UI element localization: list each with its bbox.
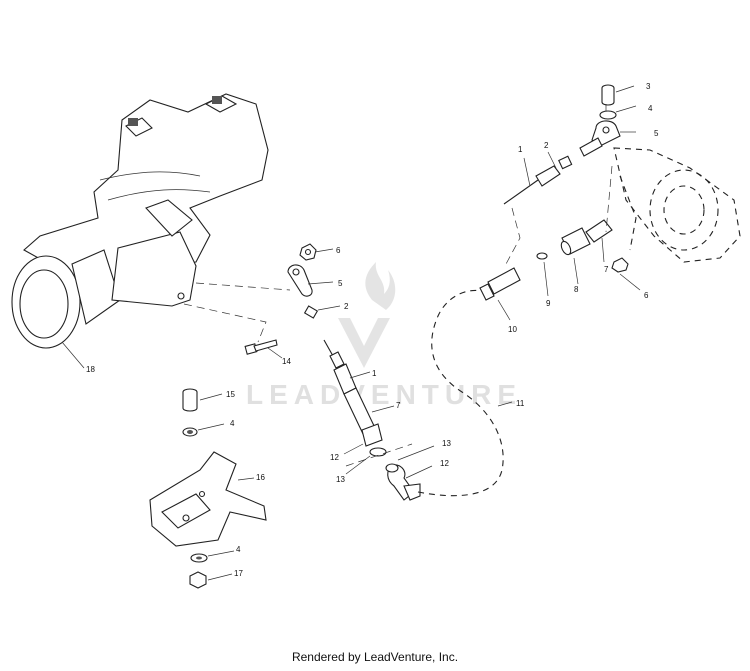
leader-12-center xyxy=(343,443,364,455)
washer-part-4-mid xyxy=(182,423,225,437)
housing-ear-shading xyxy=(212,96,222,104)
linkage-left-group xyxy=(183,243,341,343)
callout-4-top: 4 xyxy=(648,104,653,113)
callout-1-center: 1 xyxy=(372,369,377,378)
bolt-part-3 xyxy=(601,84,635,112)
callout-labels: 1 2 3 4 5 6 5 2 14 7 8 9 10 6 1 7 11 12 … xyxy=(86,82,659,578)
callout-1-right: 1 xyxy=(518,145,523,154)
rod-end-part-5-left xyxy=(287,264,313,297)
cable-part-11 xyxy=(417,289,513,497)
callout-5-top: 5 xyxy=(654,129,659,138)
bolt-part-15 xyxy=(182,388,223,412)
footer-credit: Rendered by LeadVenture, Inc. xyxy=(291,650,459,664)
callout-3: 3 xyxy=(646,82,651,91)
cable-part-1-right xyxy=(503,157,561,205)
watermark-flame-icon xyxy=(365,262,396,310)
callout-12-center: 12 xyxy=(330,453,339,462)
nut-part-17 xyxy=(189,571,233,589)
dash-link-center xyxy=(345,443,413,467)
housing-part-18 xyxy=(11,93,269,369)
jam-nut-part-2-left xyxy=(303,305,319,319)
callout-13-center: 13 xyxy=(336,475,345,484)
washer-part-13-center xyxy=(345,447,387,475)
cable-part-1-center xyxy=(323,339,371,395)
housing-ear-shading xyxy=(128,118,138,126)
washer-part-4-bottom xyxy=(190,550,235,563)
callout-11: 11 xyxy=(516,399,525,408)
dash-link-right-2 xyxy=(605,165,613,233)
callout-9: 9 xyxy=(546,299,551,308)
washer-part-9 xyxy=(536,252,549,297)
watermark: LEADVENTURE xyxy=(246,262,522,410)
dash-link-right xyxy=(505,207,521,265)
watermark-brand: LEADVENTURE xyxy=(246,379,522,410)
ghost-housing xyxy=(613,147,741,263)
watermark-v-icon xyxy=(338,318,390,368)
fitting-part-12-lower xyxy=(387,464,433,501)
callout-4-bottom: 4 xyxy=(236,545,241,554)
callout-2-right: 2 xyxy=(544,141,549,150)
callout-17: 17 xyxy=(234,569,243,578)
callout-16: 16 xyxy=(256,473,265,482)
bracket-part-16 xyxy=(149,451,267,547)
callout-5-left: 5 xyxy=(338,279,343,288)
washer-part-13-lower xyxy=(385,445,435,473)
fitting-part-8 xyxy=(560,227,591,285)
callout-6-right: 6 xyxy=(644,291,649,300)
nut-part-6-right xyxy=(611,257,641,291)
callout-4-mid: 4 xyxy=(230,419,235,428)
callout-12-lower: 12 xyxy=(440,459,449,468)
callout-15: 15 xyxy=(226,390,235,399)
washer-part-4-top xyxy=(599,105,637,120)
callout-18: 18 xyxy=(86,365,95,374)
callout-7-center: 7 xyxy=(396,401,401,410)
callout-6-left: 6 xyxy=(336,246,341,255)
callout-10: 10 xyxy=(508,325,517,334)
cable-sheath-part-7-right xyxy=(585,219,613,263)
callout-7-right: 7 xyxy=(604,265,609,274)
callout-2-left: 2 xyxy=(344,302,349,311)
callout-14: 14 xyxy=(282,357,291,366)
bolt-part-14 xyxy=(244,339,283,359)
jam-nut-part-2-right xyxy=(547,151,573,170)
callout-13-lower: 13 xyxy=(442,439,451,448)
cable-sheath-part-7-center xyxy=(343,387,395,447)
fitting-part-10 xyxy=(479,267,521,321)
rod-end-part-5-top xyxy=(579,120,636,157)
callout-8: 8 xyxy=(574,285,579,294)
